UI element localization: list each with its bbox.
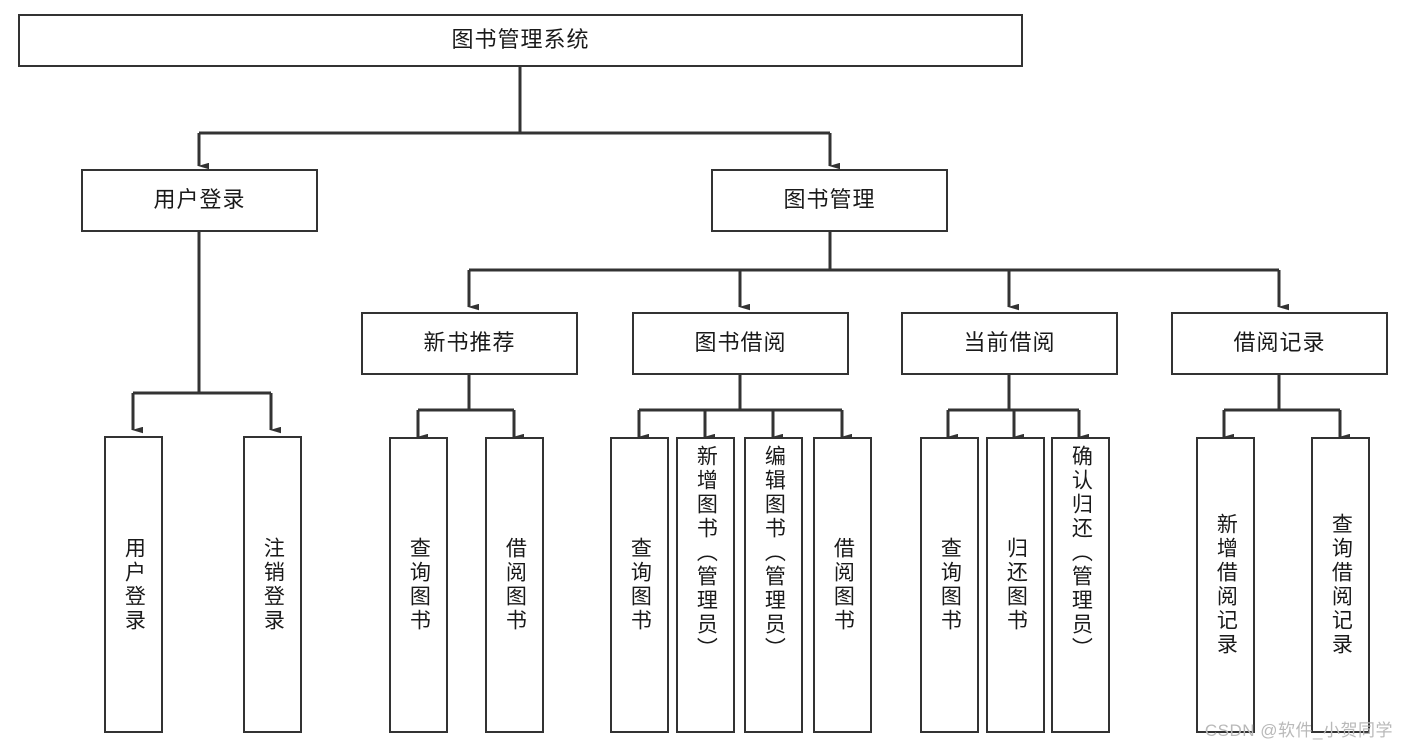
node-leaf-query-borrow-record-label: 查询借阅记录 [1329, 513, 1353, 657]
node-leaf-query-book-rec-label: 查询图书 [407, 537, 431, 633]
node-leaf-add-borrow-record[interactable]: 新增借阅记录 [1196, 437, 1255, 733]
node-leaf-add-book-admin-label: 新增图书（管理员） [694, 445, 718, 661]
node-leaf-confirm-return-admin-label: 确认归还（管理员） [1069, 445, 1093, 661]
node-borrow-record[interactable]: 借阅记录 [1171, 312, 1388, 375]
node-borrow-record-label: 借阅记录 [1233, 330, 1326, 356]
node-leaf-user-login-label: 用户登录 [122, 536, 146, 633]
node-book-borrow-label: 图书借阅 [694, 330, 787, 356]
node-book-manage[interactable]: 图书管理 [711, 169, 948, 232]
node-leaf-query-book-current[interactable]: 查询图书 [920, 437, 979, 733]
node-leaf-return-book[interactable]: 归还图书 [986, 437, 1045, 733]
node-book-borrow[interactable]: 图书借阅 [632, 312, 849, 375]
node-leaf-return-book-label: 归还图书 [1004, 537, 1028, 633]
node-current-borrow[interactable]: 当前借阅 [901, 312, 1118, 375]
node-leaf-borrow-book-label: 借阅图书 [831, 537, 855, 633]
node-new-book-recommend[interactable]: 新书推荐 [361, 312, 578, 375]
node-user-login-label: 用户登录 [153, 187, 246, 213]
node-root-label: 图书管理系统 [451, 27, 590, 53]
node-leaf-confirm-return-admin[interactable]: 确认归还（管理员） [1051, 437, 1110, 733]
node-leaf-borrow-book-rec[interactable]: 借阅图书 [485, 437, 544, 733]
node-new-book-recommend-label: 新书推荐 [423, 330, 516, 356]
node-leaf-user-login[interactable]: 用户登录 [104, 436, 163, 733]
node-leaf-query-book-current-label: 查询图书 [938, 537, 962, 633]
node-leaf-borrow-book-rec-label: 借阅图书 [503, 537, 527, 633]
node-book-manage-label: 图书管理 [783, 187, 876, 213]
node-leaf-borrow-book[interactable]: 借阅图书 [813, 437, 872, 733]
node-leaf-add-book-admin[interactable]: 新增图书（管理员） [676, 437, 735, 733]
node-leaf-query-book-borrow[interactable]: 查询图书 [610, 437, 669, 733]
node-leaf-add-borrow-record-label: 新增借阅记录 [1214, 513, 1238, 657]
node-leaf-edit-book-admin-label: 编辑图书（管理员） [762, 445, 786, 661]
node-leaf-logout[interactable]: 注销登录 [243, 436, 302, 733]
node-user-login[interactable]: 用户登录 [81, 169, 318, 232]
node-leaf-query-book-borrow-label: 查询图书 [628, 537, 652, 633]
node-leaf-edit-book-admin[interactable]: 编辑图书（管理员） [744, 437, 803, 733]
node-leaf-query-book-rec[interactable]: 查询图书 [389, 437, 448, 733]
node-root[interactable]: 图书管理系统 [18, 14, 1023, 67]
node-leaf-query-borrow-record[interactable]: 查询借阅记录 [1311, 437, 1370, 733]
csdn-watermark: CSDN @软件_小贺同学 [1204, 721, 1393, 740]
node-current-borrow-label: 当前借阅 [963, 330, 1056, 356]
node-leaf-logout-label: 注销登录 [261, 536, 285, 633]
